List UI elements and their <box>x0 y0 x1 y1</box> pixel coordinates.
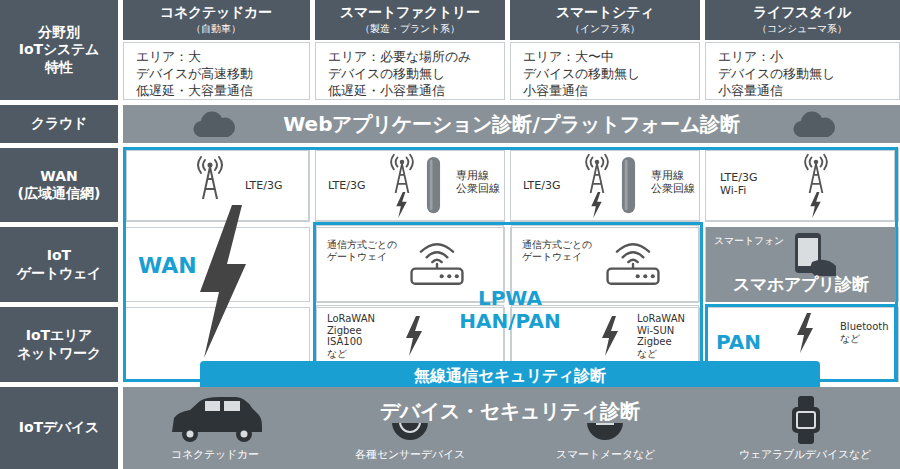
node-text: PAN <box>716 331 761 354</box>
node-text: デバイスの移動無し <box>328 66 445 82</box>
node-text: デバイスの移動無し <box>718 66 835 82</box>
node-text: 専用線 公衆回線 <box>456 169 502 195</box>
wan-cell: LTE/3G 専用線 公衆回線 <box>315 150 505 221</box>
characteristics-cell: エリア：小デバイスの移動無し小容量通信 <box>705 42 900 100</box>
diagnosis-band: Webアプリケーション診断/プラットフォーム診断 <box>123 105 900 143</box>
node-text: 小容量通信 <box>523 83 588 99</box>
column-header: コネクテッドカー （自動車） <box>123 0 310 40</box>
node-text: Bluetooth など <box>840 321 891 344</box>
node-text: 通信方式ごとの ゲートウェイ <box>522 239 594 262</box>
node-text: エリア：小 <box>718 49 783 65</box>
row-heading: 分野別 IoTシステム 特性 <box>0 0 118 100</box>
node-text: 通信方式ごとの ゲートウェイ <box>327 239 399 262</box>
node-text: スマートシティ <box>556 4 654 21</box>
node-text: エリア：大 <box>136 49 201 65</box>
node-text: （インフラ系） <box>570 23 640 35</box>
wan-cell: LTE/3G 専用線 公衆回線 <box>510 150 700 221</box>
characteristics-cell: エリア：大デバイスが高速移動低遅延・大容量通信 <box>123 42 310 100</box>
node-text: スマートフォン <box>714 235 784 247</box>
node-text: WAN (広域通信網) <box>17 168 102 203</box>
node-text: IoTエリア ネットワーク <box>16 327 102 362</box>
row-heading: IoT ゲートウェイ <box>0 227 118 302</box>
column-header: スマートシティ （インフラ系） <box>510 0 700 40</box>
node-text: （製造・プラント系） <box>360 23 460 35</box>
wan-cell: LTE/3G Wi-Fi <box>705 150 895 221</box>
column-header: ライフスタイル （コンシューマ系） <box>705 0 900 40</box>
node-text: LTE/3G Wi-Fi <box>720 171 760 197</box>
node-text: 分野別 IoTシステム 特性 <box>18 24 101 77</box>
column-header: スマートファクトリー （製造・プラント系） <box>315 0 505 40</box>
node-text: スマホアプリ診断 <box>733 274 869 294</box>
node-text: クラウド <box>30 115 88 133</box>
node-text: 専用線 公衆回線 <box>651 169 697 195</box>
node-text: スマートメータなど <box>556 448 655 461</box>
node-text: LPWA HAN/PAN <box>458 287 562 333</box>
node-text: 低遅延・小容量通信 <box>328 83 445 99</box>
characteristics-cell: エリア：必要な場所のみデバイスの移動無し低遅延・小容量通信 <box>315 42 505 100</box>
node-text: LTE/3G <box>328 179 366 192</box>
wireless-band: 無線通信セキュリティ診断 <box>200 361 820 390</box>
node-text: エリア：大〜中 <box>523 49 614 65</box>
node-text: （コンシューマ系） <box>757 23 847 35</box>
node-text: エリア：必要な場所のみ <box>328 49 471 65</box>
row-heading: クラウド <box>0 105 118 143</box>
node-text: IoT ゲートウェイ <box>16 247 102 282</box>
row-heading: IoTデバイス <box>0 387 118 469</box>
node-text: スマートファクトリー <box>340 4 480 21</box>
row-heading: WAN (広域通信網) <box>0 148 118 222</box>
node-text: WAN <box>138 253 197 279</box>
node-text: LTE/3G <box>245 179 283 192</box>
node-text: LoRaWAN Wi-SUN Zigbee など <box>637 313 688 359</box>
node-text: 各種センサーデバイス <box>355 448 465 461</box>
node-text: デバイスが高速移動 <box>136 66 253 82</box>
row-heading: IoTエリア ネットワーク <box>0 307 118 382</box>
node-text: LTE/3G <box>523 179 561 192</box>
wan-cell: LTE/3G <box>126 150 309 221</box>
node-text: 低遅延・大容量通信 <box>136 83 253 99</box>
node-text: ライフスタイル <box>753 4 851 21</box>
node-text: IoTデバイス <box>18 419 101 437</box>
node-text: デバイスの移動無し <box>523 66 640 82</box>
characteristics-cell: エリア：大〜中デバイスの移動無し小容量通信 <box>510 42 700 100</box>
node-text: Webアプリケーション診断/プラットフォーム診断 <box>277 112 746 136</box>
lpwa-region: LPWA HAN/PAN 通信方式ごとの ゲートウェイ 通信方式ごとの ゲートウェイ… <box>313 222 703 382</box>
gateway-cell: 通信方式ごとの ゲートウェイ <box>316 225 504 303</box>
node-text: LoRaWAN Zigbee ISA100 など <box>327 313 378 359</box>
node-text: ウェアラブルデバイスなど <box>739 448 871 461</box>
node-text: コネクテッドカー <box>160 4 272 21</box>
node-text: 無線通信セキュリティ診断 <box>414 366 606 385</box>
node-text: 小容量通信 <box>718 83 783 99</box>
node-text: コネクテッドカー <box>171 448 259 461</box>
node-text: （自動車） <box>191 23 241 35</box>
node-text: デバイス・セキュリティ診断 <box>374 399 646 423</box>
